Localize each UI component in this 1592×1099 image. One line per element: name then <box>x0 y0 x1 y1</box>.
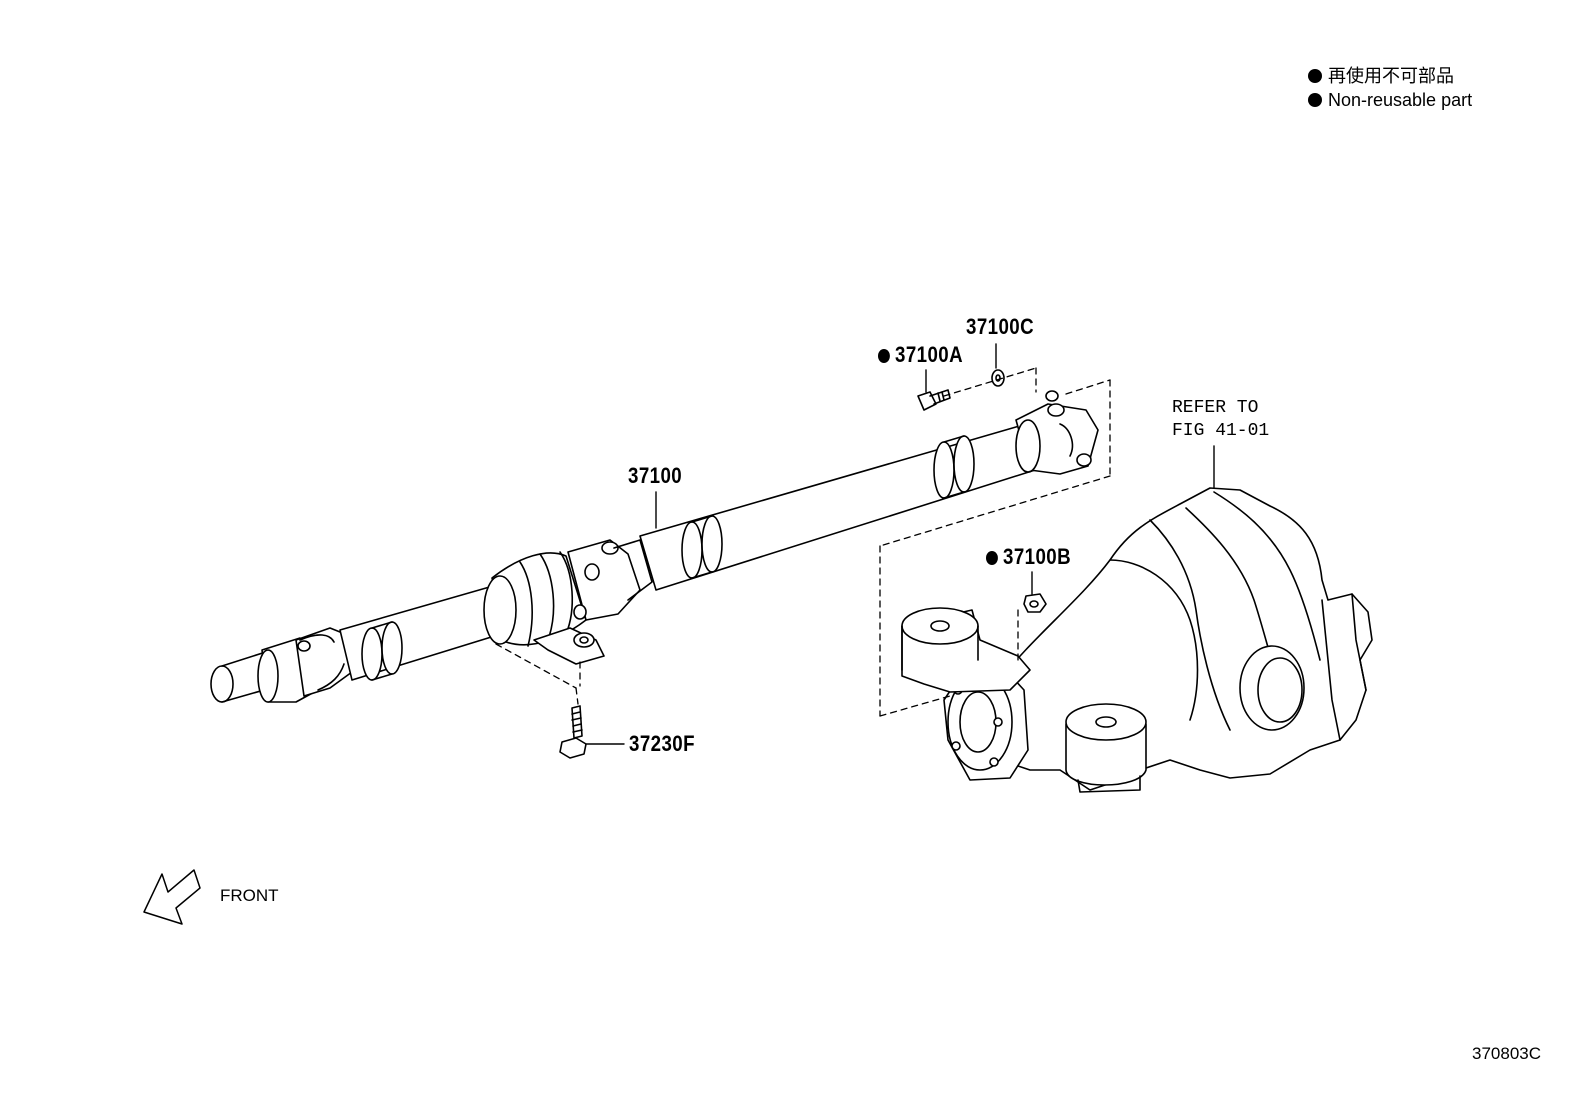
flange-bolt-drawing <box>917 389 951 411</box>
front-arrow-icon <box>143 869 201 925</box>
leader-lines <box>585 343 1215 745</box>
legend-jp: 再使用不可部品 <box>1308 67 1454 85</box>
legend-en: Non-reusable part <box>1308 91 1472 109</box>
figure-code: 370803C <box>1472 1044 1542 1063</box>
part-label-37100b: 37100B <box>986 546 1071 568</box>
bullet-icon <box>1308 69 1322 83</box>
part-label-37100c: 37100C <box>966 314 1035 339</box>
reference-line-1: REFER TO <box>1172 398 1259 418</box>
legend-en-text: Non-reusable part <box>1328 90 1473 110</box>
reference-line-2: FIG 41-01 <box>1172 421 1270 441</box>
part-label-37100a: 37100A <box>878 344 963 366</box>
bearing-bolt-drawing <box>559 705 587 759</box>
assembly-lines <box>495 367 1111 717</box>
flange-nut-drawing <box>1023 593 1047 613</box>
non-reusable-bullet-icon <box>878 349 890 363</box>
bullet-icon <box>1308 93 1322 107</box>
part-label-37100: 37100 <box>628 463 683 488</box>
legend-jp-text: 再使用不可部品 <box>1328 66 1454 86</box>
part-label-37230f: 37230F <box>629 731 695 756</box>
non-reusable-bullet-icon <box>986 551 998 565</box>
washer-drawing <box>991 369 1005 387</box>
differential-drawing <box>901 487 1373 793</box>
front-label: FRONT <box>220 886 279 905</box>
propeller-shaft-drawing <box>210 390 1099 703</box>
